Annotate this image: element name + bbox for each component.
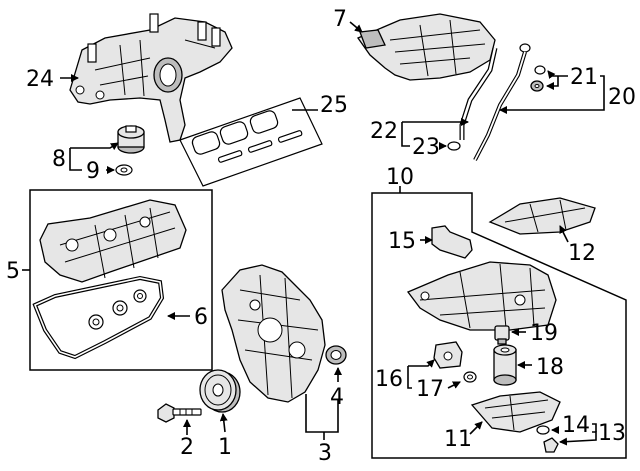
lower-oil-pan-part[interactable] (470, 391, 561, 433)
oil-pan-baffle-part[interactable] (488, 197, 596, 235)
oil-pan-fitting-part[interactable] (494, 325, 510, 345)
front-crank-seal-part[interactable] (325, 345, 347, 365)
dipstick-seal-parts[interactable] (530, 65, 546, 92)
drain-plug-part[interactable] (543, 437, 559, 453)
callout-15: 15 (388, 229, 416, 254)
callout-16: 16 (375, 367, 403, 392)
callout-2: 2 (180, 435, 194, 460)
callout-6: 6 (194, 305, 208, 330)
oil-pan-bracket-part[interactable] (431, 225, 473, 259)
dipstick-part[interactable] (473, 43, 531, 161)
callout-10: 10 (386, 165, 414, 190)
callout-7: 7 (333, 7, 347, 32)
callout-labels: 1 2 3 4 5 6 7 8 9 10 11 12 13 14 15 16 1… (6, 7, 636, 466)
crankshaft-pulley-part[interactable] (199, 369, 241, 413)
callout-14: 14 (562, 413, 590, 438)
valve-cover-group-box (29, 189, 213, 371)
oil-pressure-sensor-part[interactable] (433, 341, 463, 369)
engine-cover-part[interactable] (357, 13, 496, 81)
callout-12: 12 (568, 241, 596, 266)
upper-oil-pan-part[interactable] (406, 261, 557, 331)
callout-22: 22 (370, 119, 398, 144)
timing-cover-part[interactable] (221, 264, 326, 403)
callout-8: 8 (52, 147, 66, 172)
callout-3: 3 (318, 441, 332, 466)
callout-21: 21 (570, 65, 598, 90)
callout-9: 9 (86, 159, 100, 184)
filler-cap-seal-part[interactable] (115, 164, 133, 176)
valve-cover-gasket-part[interactable] (32, 275, 165, 360)
drain-plug-washer-part[interactable] (536, 425, 550, 435)
callout-19: 19 (530, 321, 558, 346)
oil-pan-group-box (371, 192, 627, 459)
callout-25: 25 (320, 93, 348, 118)
intake-gasket-set-part[interactable] (179, 97, 323, 187)
callout-18: 18 (536, 355, 564, 380)
valve-cover-part[interactable] (39, 199, 187, 283)
callout-23: 23 (412, 135, 440, 160)
intake-manifold-part[interactable] (69, 13, 233, 143)
callout-11: 11 (444, 427, 472, 452)
dipstick-tube-o-ring-part[interactable] (447, 141, 461, 151)
callout-1: 1 (218, 435, 232, 460)
oil-filler-cap-part[interactable] (117, 125, 145, 154)
callout-17: 17 (416, 377, 444, 402)
leader-lines (22, 21, 605, 446)
oil-filter-part[interactable] (493, 344, 517, 386)
callout-24: 24 (26, 67, 54, 92)
pulley-bolt-part[interactable] (157, 403, 202, 423)
dipstick-tube-part[interactable] (459, 47, 498, 140)
sensor-gasket-part[interactable] (463, 371, 477, 383)
callout-4: 4 (330, 385, 344, 410)
callout-13: 13 (598, 421, 626, 446)
callout-20: 20 (608, 85, 636, 110)
callout-5: 5 (6, 259, 20, 284)
